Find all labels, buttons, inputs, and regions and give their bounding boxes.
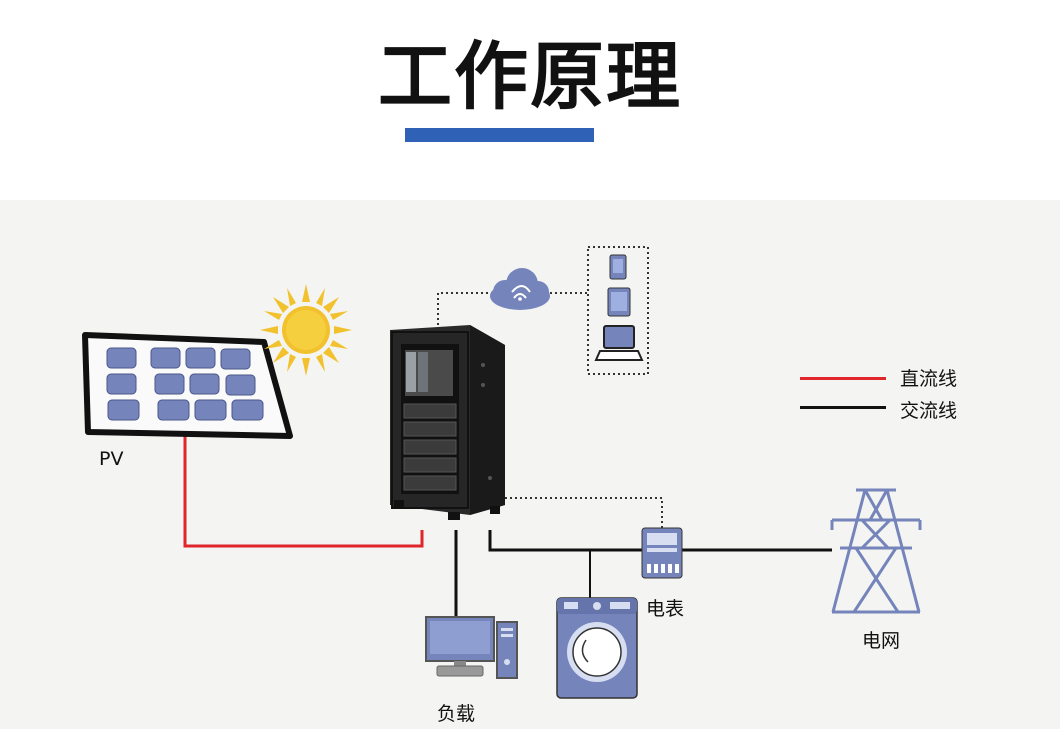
computer-load-icon bbox=[425, 616, 518, 679]
comm-line-meter bbox=[495, 497, 663, 528]
title-underline bbox=[405, 128, 594, 142]
pv-label: PV bbox=[99, 448, 124, 470]
header: 工作原理 bbox=[0, 0, 1060, 200]
ac-line-grid bbox=[488, 530, 832, 552]
transmission-tower-icon bbox=[830, 488, 922, 614]
energy-storage-cabinet-icon bbox=[390, 325, 505, 520]
cloud-icon bbox=[490, 268, 550, 310]
legend-dc-swatch bbox=[800, 377, 886, 380]
solar-panel-icon bbox=[82, 332, 293, 439]
tablet-icon bbox=[607, 287, 631, 317]
phone-icon bbox=[609, 254, 627, 280]
sun-icon bbox=[260, 284, 352, 376]
electric-meter-icon bbox=[641, 527, 683, 579]
legend-dc-label: 直流线 bbox=[900, 368, 958, 390]
washing-machine-icon bbox=[556, 597, 638, 699]
load-label: 负载 bbox=[437, 703, 476, 725]
grid-label: 电网 bbox=[862, 630, 901, 652]
comm-line-cloud bbox=[437, 292, 492, 325]
meter-label: 电表 bbox=[646, 598, 685, 620]
dc-line bbox=[183, 435, 424, 548]
laptop-icon bbox=[594, 325, 644, 361]
legend-ac-label: 交流线 bbox=[900, 400, 958, 422]
page-title: 工作原理 bbox=[378, 34, 682, 120]
legend-ac-swatch bbox=[800, 406, 886, 409]
monitoring-devices-box bbox=[587, 246, 649, 375]
